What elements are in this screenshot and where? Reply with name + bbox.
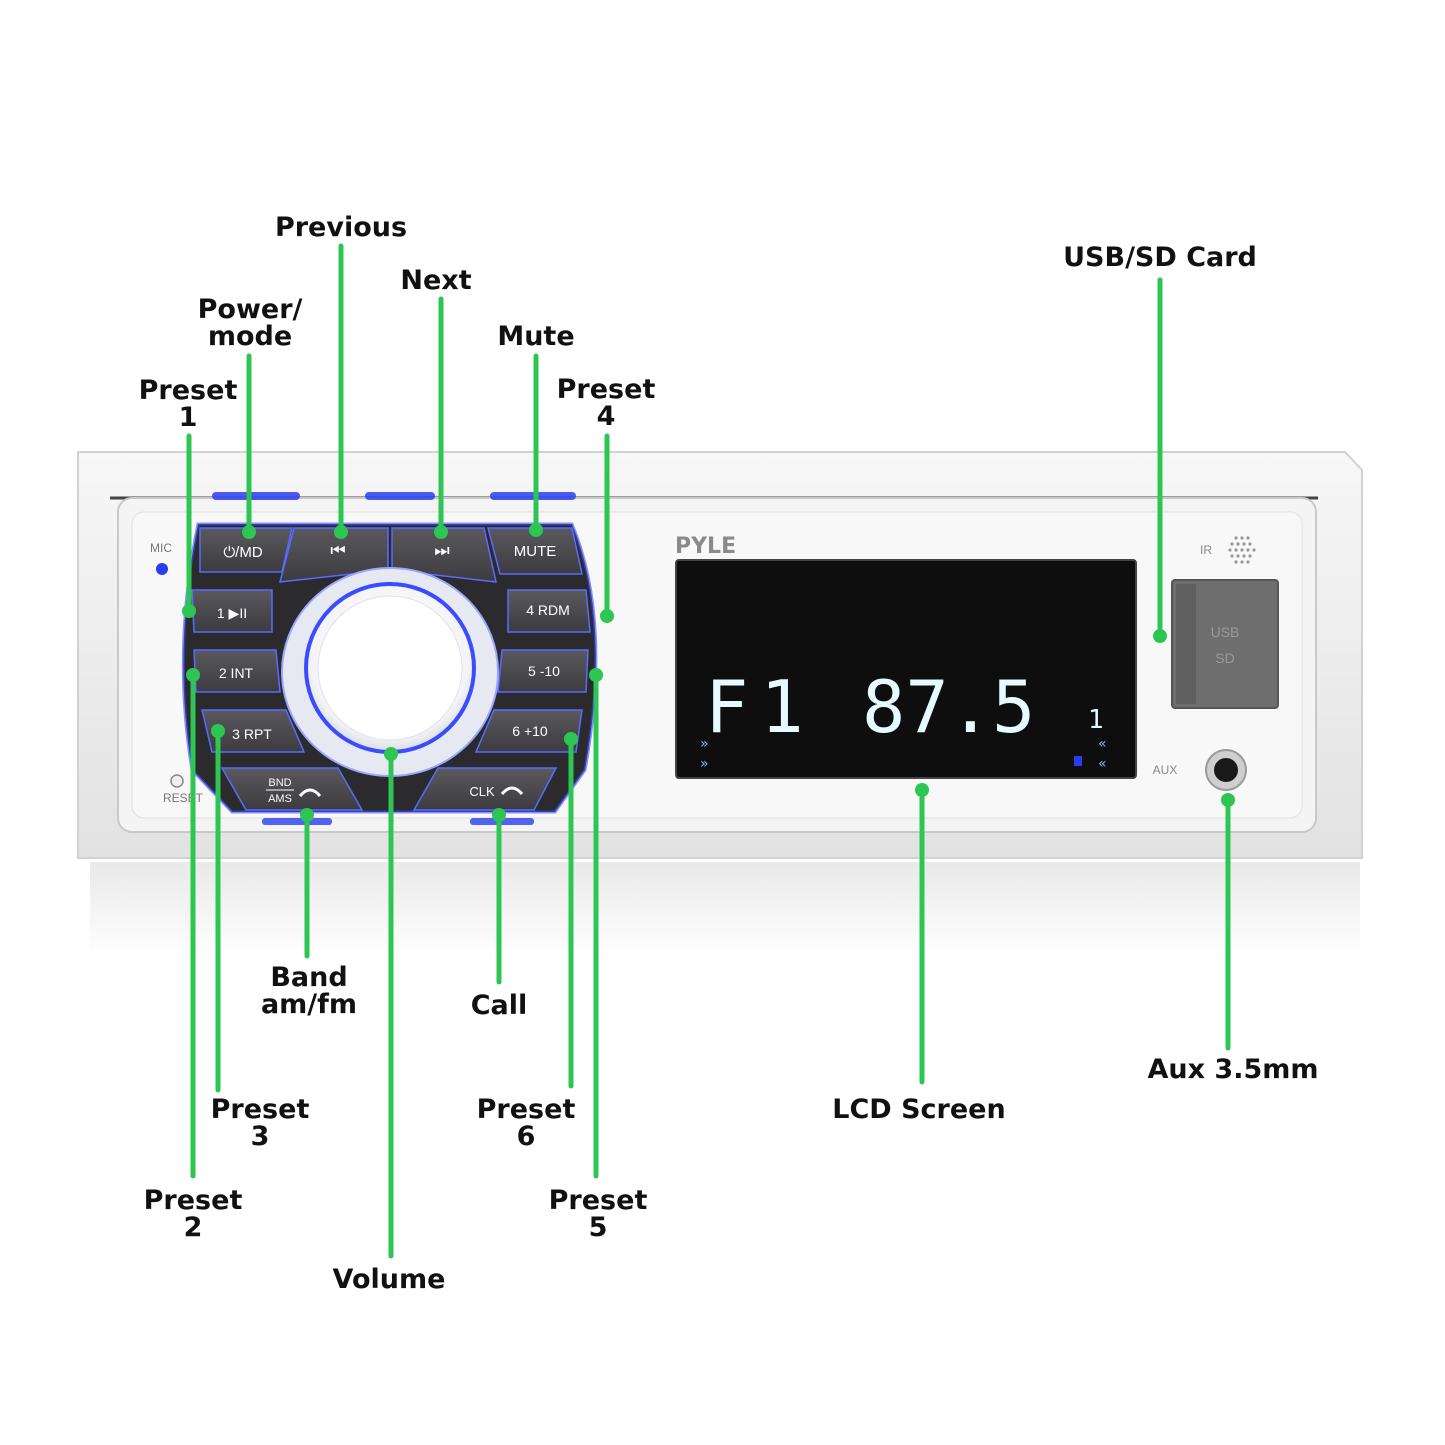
ams-label: AMS	[268, 793, 292, 805]
preset-6-button-label: 6 +10	[512, 723, 548, 739]
next-icon: ⏭	[434, 541, 449, 561]
power-mode-button-label: ⏻/MD	[223, 544, 263, 561]
callout-preset6-line1: Preset	[476, 1094, 576, 1125]
band-ams-button[interactable]: BND AMS	[220, 767, 364, 811]
callout-aux-text: Aux 3.5mm	[1147, 1054, 1319, 1085]
callout-usb-sd-text: USB/SD Card	[1063, 242, 1257, 273]
callout-preset1-line1: Preset	[138, 375, 238, 406]
brand-logo: PYLE	[675, 534, 736, 559]
led-strip	[365, 492, 435, 500]
band-label: BND	[268, 777, 291, 789]
callout-power-mode: Power/mode	[198, 296, 303, 350]
callout-call-text: Call	[470, 990, 528, 1021]
preset-2-button-label: 2 INT	[219, 665, 254, 681]
ir-sensor-icon	[1228, 536, 1256, 564]
ir-label: IR	[1200, 543, 1212, 557]
callout-volume-text: Volume	[332, 1264, 446, 1295]
callout-band-line1: Band	[270, 962, 348, 993]
reset-label: RESET	[163, 791, 204, 805]
callout-next-text: Next	[400, 265, 472, 296]
callout-band-line2: am/fm	[260, 989, 358, 1020]
mic-indicator-icon	[156, 563, 168, 575]
callout-power-line1: Power/	[197, 294, 303, 325]
callout-preset4-line2: 4	[596, 401, 616, 432]
lcd-band-text: F1	[705, 665, 816, 749]
phone-call-icon	[500, 786, 524, 796]
leader-lines	[186, 243, 1231, 1259]
callout-preset3-line1: Preset	[210, 1094, 310, 1125]
aux-label: AUX	[1153, 763, 1178, 777]
callout-preset1-line2: 1	[178, 402, 198, 433]
callout-aux: Aux 3.5mm	[1147, 1056, 1318, 1083]
callout-previous: Previous	[275, 214, 407, 241]
callout-lcd-text: LCD Screen	[832, 1094, 1006, 1125]
aux-jack[interactable]	[1205, 749, 1247, 791]
usb-sd-slot[interactable]: USB SD	[1171, 579, 1279, 709]
callout-preset2-line2: 2	[183, 1212, 203, 1243]
phone-hangup-icon	[298, 788, 322, 798]
callout-mute-text: Mute	[497, 321, 575, 352]
led-strip	[490, 492, 576, 500]
leader-dots	[182, 523, 1235, 822]
callout-power-line2: mode	[207, 321, 293, 352]
reflection	[90, 862, 1360, 957]
callout-usb-sd: USB/SD Card	[1063, 244, 1257, 271]
led-strip	[470, 818, 534, 825]
lcd-arrows-right-bottom: «	[1098, 756, 1107, 772]
mic-label: MIC	[150, 541, 172, 555]
callout-preset2-line1: Preset	[143, 1185, 243, 1216]
preset-4-button-label: 4 RDM	[526, 602, 570, 618]
lcd-bluetooth-icon	[1074, 756, 1082, 766]
preset-5-button-label: 5 -10	[528, 663, 560, 679]
preset-6-button[interactable]: 6 +10	[474, 709, 583, 753]
previous-icon: ⏮	[330, 541, 345, 561]
callout-preset5-line1: Preset	[548, 1185, 648, 1216]
led-strip	[262, 818, 332, 825]
preset-3-button[interactable]: 3 RPT	[201, 709, 306, 753]
preset-2-button[interactable]: 2 INT	[193, 649, 281, 693]
lcd-arrows-left-bottom: »	[700, 756, 709, 772]
lcd-arrows-right-top: «	[1098, 736, 1107, 752]
lcd-arrows-left-top: »	[700, 736, 709, 752]
callout-previous-text: Previous	[274, 212, 408, 243]
lcd-frequency-text: 87.5	[862, 665, 1035, 749]
power-mode-button[interactable]: ⏻/MD	[199, 527, 293, 573]
lcd-screen	[675, 559, 1137, 779]
clock-call-button[interactable]: CLK	[412, 767, 558, 811]
callout-lcd: LCD Screen	[832, 1096, 1005, 1123]
preset-4-button[interactable]: 4 RDM	[507, 589, 591, 633]
mute-button[interactable]: MUTE	[487, 527, 583, 575]
preset-1-button-label: 1 ▶II	[217, 605, 247, 621]
callout-preset6-line2: 6	[516, 1121, 536, 1152]
sd-slot-label: SD	[1215, 650, 1234, 666]
callout-preset5-line2: 5	[588, 1212, 608, 1243]
preset-5-button[interactable]: 5 -10	[497, 649, 589, 693]
preset-3-button-label: 3 RPT	[232, 726, 272, 742]
preset-1-button[interactable]: 1 ▶II	[191, 589, 273, 633]
led-strip	[212, 492, 300, 500]
callout-preset3-line2: 3	[250, 1121, 270, 1152]
callout-preset4-line1: Preset	[556, 374, 656, 405]
usb-slot-label: USB	[1211, 624, 1240, 640]
callout-next: Next	[400, 267, 471, 294]
callout-mute: Mute	[497, 323, 574, 350]
lcd-channel-text: 1	[1088, 705, 1104, 735]
volume-knob[interactable]	[281, 567, 499, 777]
next-button[interactable]: ⏭	[391, 527, 497, 583]
reset-button[interactable]	[170, 774, 184, 788]
callout-call: Call	[471, 992, 528, 1019]
callout-volume: Volume	[333, 1266, 446, 1293]
mute-button-label: MUTE	[514, 543, 557, 560]
clock-label: CLK	[469, 784, 495, 799]
